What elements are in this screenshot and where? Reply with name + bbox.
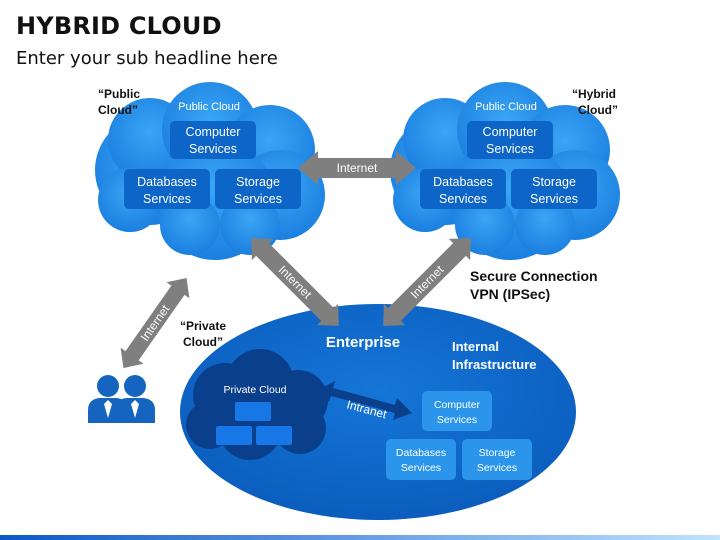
public-storage-label-2: Services (234, 192, 282, 206)
hybrid-cloud: Public Cloud Computer Services Databases… (390, 82, 620, 260)
hybrid-databases-label-1: Databases (433, 175, 493, 189)
enterprise-databases-label-1: Databases (396, 447, 446, 459)
public-storage-label-1: Storage (236, 175, 280, 189)
enterprise-storage-label-1: Storage (479, 447, 516, 459)
enterprise-title: Enterprise (326, 334, 400, 351)
enterprise-storage-label-2: Services (477, 462, 517, 474)
public-cloud-label: Public Cloud (178, 101, 240, 113)
internet-arrow-top: Internet (298, 151, 416, 185)
hybrid-computer-label-1: Computer (483, 125, 538, 139)
private-cloud-label: Private Cloud (223, 384, 286, 396)
page-subtitle: Enter your sub headline here (16, 48, 278, 69)
hybrid-computer-services-box: Computer Services (467, 121, 553, 159)
hybrid-cloud-caption-2: Cloud” (578, 103, 618, 117)
hybrid-storage-label-2: Services (530, 192, 578, 206)
private-cloud-blocks (216, 402, 292, 445)
enterprise-storage-services-box: Storage Services (462, 439, 532, 480)
page-title: HYBRID CLOUD (16, 12, 222, 40)
enterprise-computer-label-2: Services (437, 414, 477, 426)
hybrid-storage-services-box: Storage Services (511, 169, 597, 209)
public-computer-label-1: Computer (186, 125, 241, 139)
hybrid-cloud-caption-1: “Hybrid (572, 87, 616, 101)
public-computer-services-box: Computer Services (170, 121, 256, 159)
public-cloud: Public Cloud Computer Services Databases… (95, 82, 325, 260)
internet-arrow-left-diag-label: Internet (276, 263, 315, 302)
user-right-icon (115, 375, 155, 423)
internet-arrow-right-diag-label: Internet (408, 262, 447, 301)
public-storage-services-box: Storage Services (215, 169, 301, 209)
internet-arrow-users-label: Internet (138, 302, 173, 344)
private-cloud-caption-2: Cloud” (183, 335, 223, 349)
secure-connection-label-1: Secure Connection (470, 268, 598, 284)
enterprise-computer-services-box: Computer Services (422, 391, 492, 431)
secure-connection-label-2: VPN (IPSec) (470, 286, 550, 302)
public-cloud-caption-2: Cloud” (98, 103, 138, 117)
public-databases-label-2: Services (143, 192, 191, 206)
internal-infrastructure-label-2: Infrastructure (452, 357, 537, 372)
enterprise: Enterprise Internal Infrastructure Priva… (180, 304, 576, 520)
enterprise-databases-label-2: Services (401, 462, 441, 474)
bottom-accent-bar (0, 535, 720, 540)
public-computer-label-2: Services (189, 142, 237, 156)
internet-arrow-top-label: Internet (337, 161, 378, 175)
hybrid-computer-label-2: Services (486, 142, 534, 156)
public-databases-label-1: Databases (137, 175, 197, 189)
enterprise-databases-services-box: Databases Services (386, 439, 456, 480)
users-icon (88, 375, 155, 423)
public-databases-services-box: Databases Services (124, 169, 210, 209)
hybrid-databases-services-box: Databases Services (420, 169, 506, 209)
enterprise-computer-label-1: Computer (434, 399, 481, 411)
hybrid-cloud-label: Public Cloud (475, 101, 537, 113)
private-cloud-caption-1: “Private (180, 319, 226, 333)
hybrid-storage-label-1: Storage (532, 175, 576, 189)
public-cloud-caption-1: “Public (98, 87, 140, 101)
internal-infrastructure-label-1: Internal (452, 339, 499, 354)
hybrid-databases-label-2: Services (439, 192, 487, 206)
